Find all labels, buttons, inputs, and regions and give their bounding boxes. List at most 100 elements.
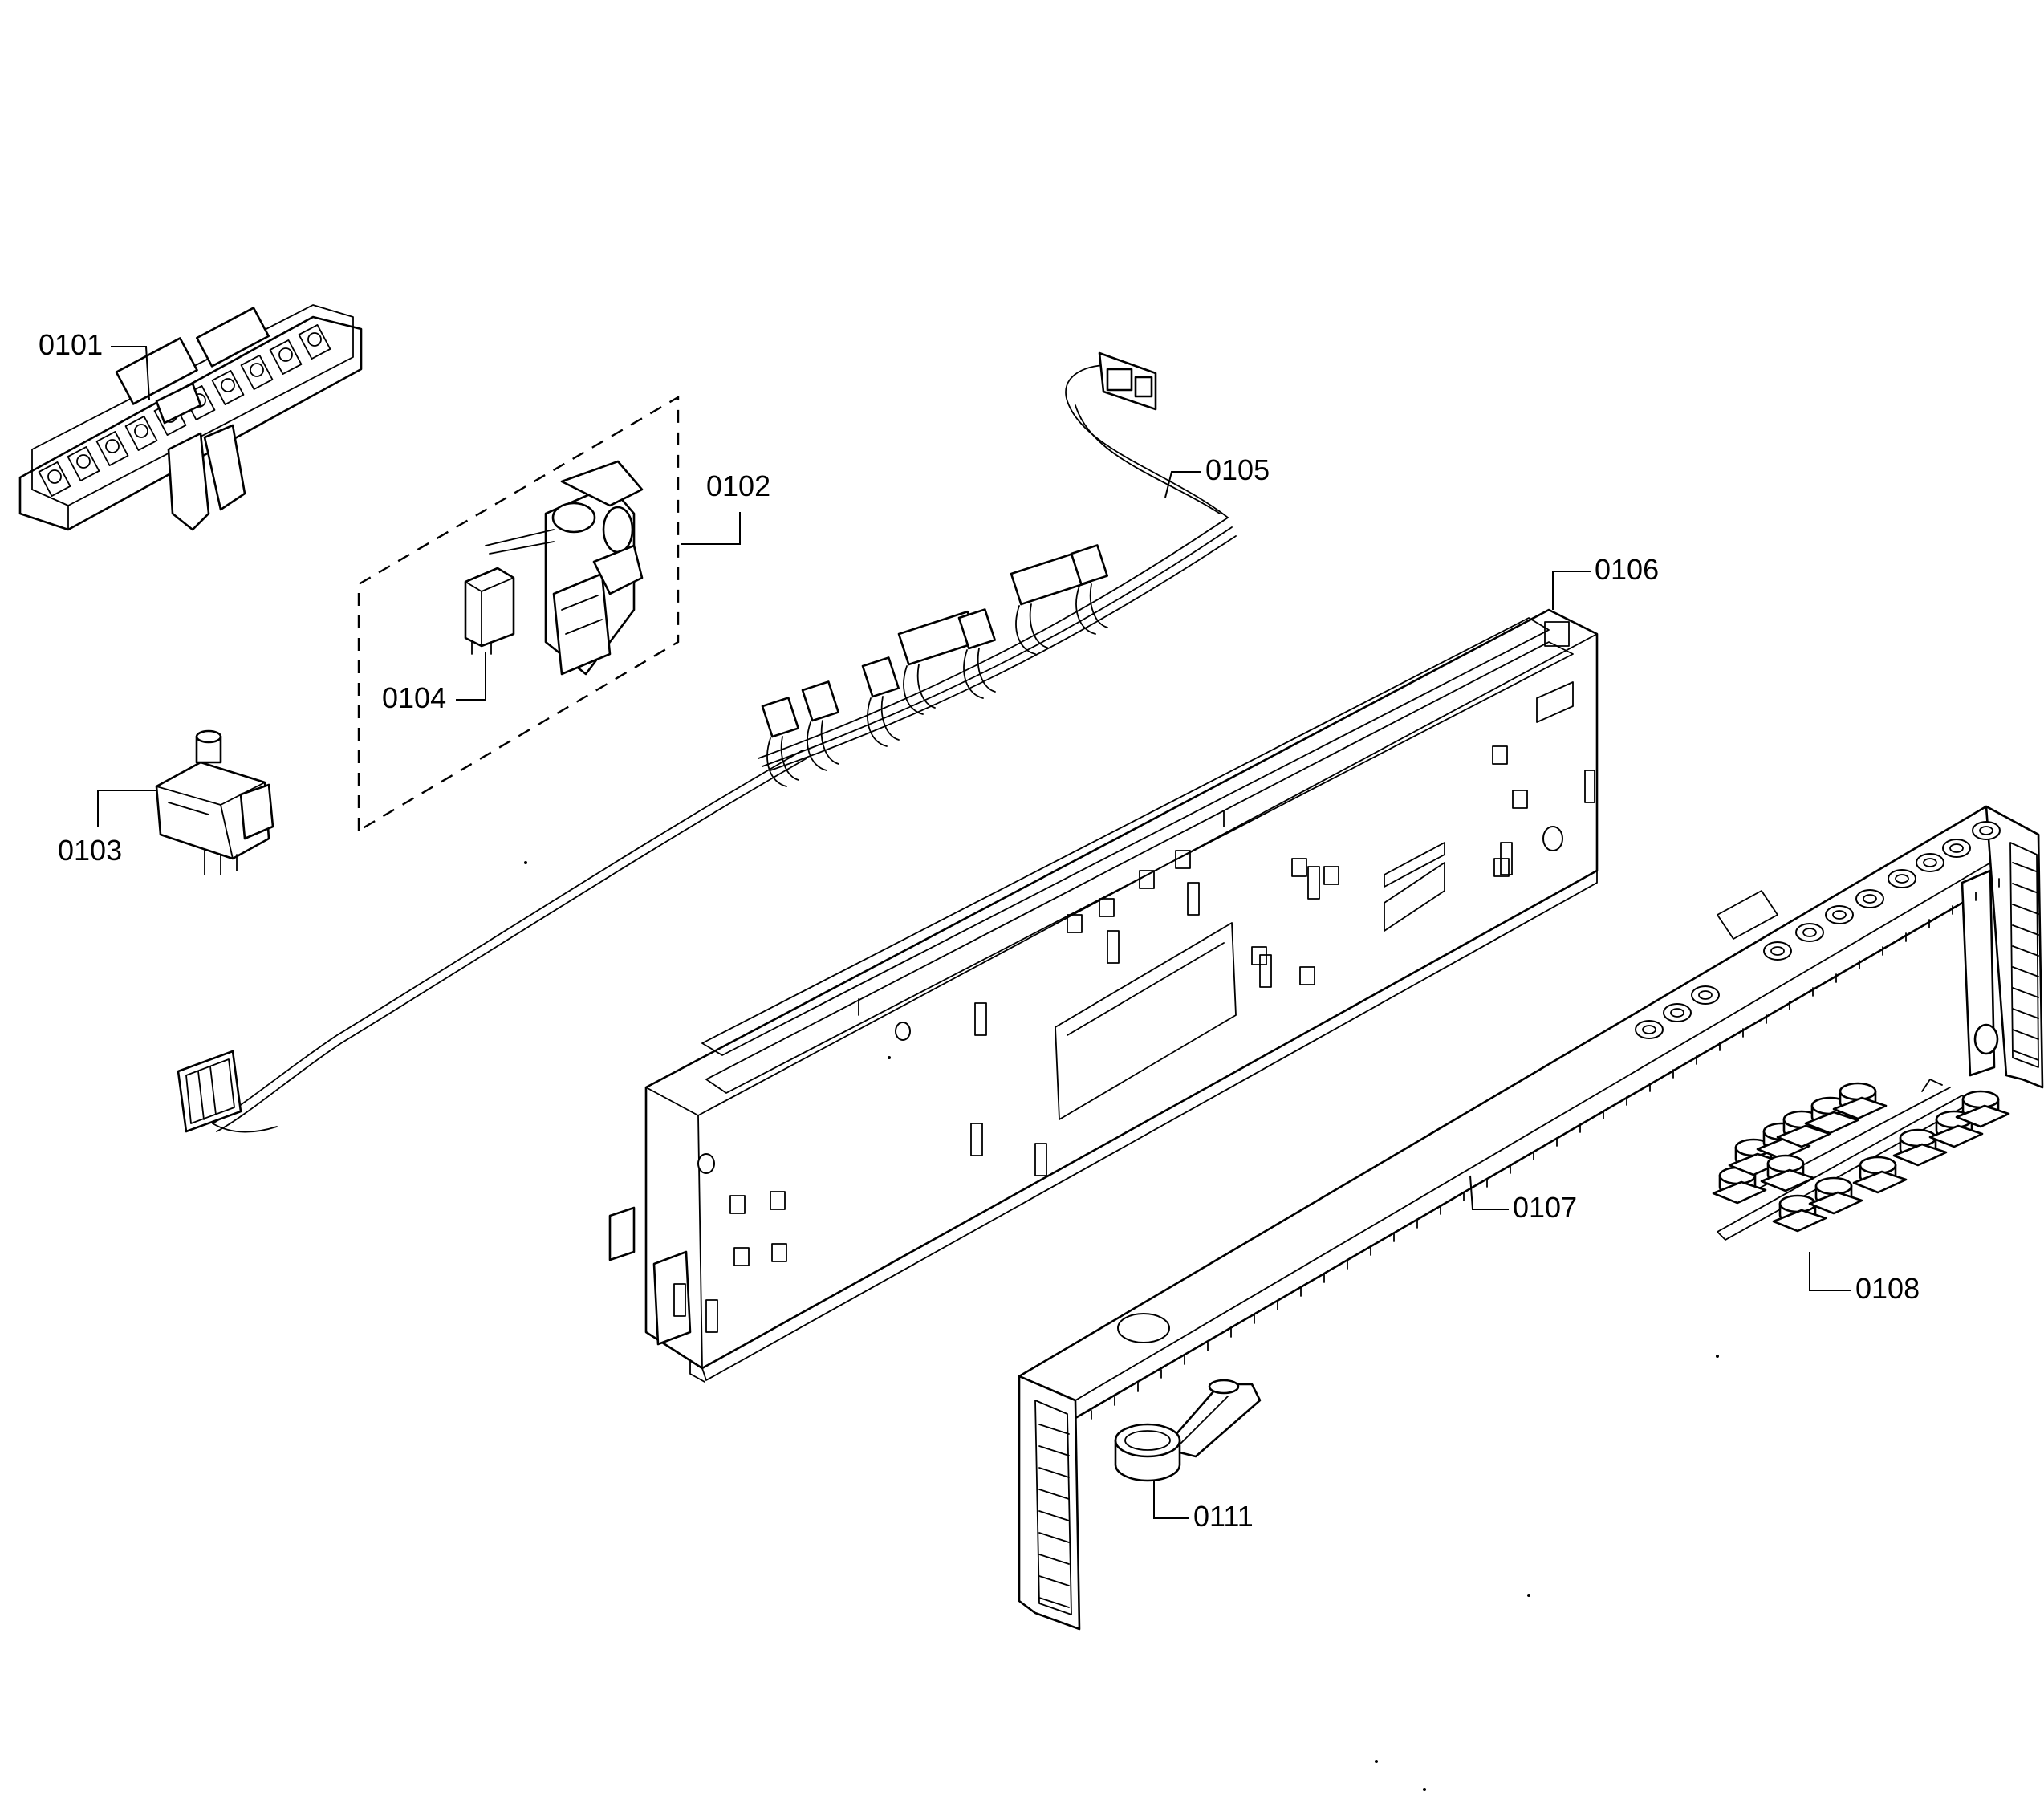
- button-caps: [1712, 1082, 2010, 1233]
- module-cell-button: [105, 439, 120, 453]
- part-0108-push-buttons: [1712, 1079, 2010, 1241]
- module-cell: [240, 354, 274, 391]
- harness-wire: [780, 736, 799, 781]
- frame-hole: [1492, 745, 1508, 765]
- right-end-ribs: [2012, 862, 2039, 1061]
- end-rib: [2012, 1029, 2039, 1040]
- part-0102-door-lock: [485, 460, 644, 676]
- button-boss: [1888, 869, 1916, 888]
- part-0105-wiring-harness: [177, 351, 1237, 1133]
- button-boss: [1942, 839, 1971, 858]
- frame-hole: [770, 1191, 786, 1210]
- callout-0101: 0101: [39, 328, 103, 361]
- end-rib: [1038, 1575, 1070, 1586]
- leader-0111: [1153, 1481, 1189, 1519]
- module-cell: [38, 461, 71, 498]
- end-rib: [1038, 1445, 1070, 1456]
- button-boss-center: [1923, 858, 1937, 867]
- button-boss-center: [1642, 1025, 1656, 1034]
- frame-hole: [1175, 850, 1191, 869]
- module-cell: [298, 323, 331, 360]
- module-cell-button: [76, 454, 91, 469]
- module-cell-button: [307, 332, 322, 347]
- frame-hole: [1067, 914, 1083, 933]
- harness-wire: [903, 665, 924, 715]
- end-rib: [2012, 966, 2039, 977]
- button-boss: [1763, 941, 1792, 961]
- harness-wire: [867, 697, 888, 747]
- end-rib: [2012, 987, 2039, 998]
- leader-0108: [1809, 1252, 1851, 1291]
- callout-0111: 0111: [1193, 1500, 1254, 1533]
- button-boss-center: [1802, 928, 1817, 937]
- button-boss-center: [1770, 946, 1785, 956]
- frame-hole: [1291, 858, 1307, 877]
- end-rib: [1038, 1532, 1070, 1543]
- frame-slot: [1187, 882, 1200, 916]
- frame-holes: [673, 745, 1528, 1333]
- button-base: [1808, 1191, 1863, 1215]
- button-boss-center: [1698, 990, 1713, 1000]
- button-boss-center: [1670, 1008, 1684, 1018]
- leader-0105: [1164, 471, 1201, 498]
- harness-connector: [1070, 544, 1108, 586]
- button-base: [1832, 1096, 1888, 1120]
- harness-connector: [761, 697, 799, 738]
- end-rib: [2012, 924, 2039, 936]
- module-cell-button: [250, 363, 264, 377]
- frame-slot: [705, 1299, 718, 1333]
- callout-0107: 0107: [1513, 1191, 1577, 1224]
- button-cap-top: [1961, 1090, 2000, 1109]
- button-base: [1928, 1124, 1984, 1148]
- end-rib: [2012, 945, 2039, 957]
- frame-slot: [1307, 866, 1320, 900]
- module-cell: [269, 339, 303, 376]
- button-base: [1804, 1111, 1859, 1135]
- callout-0106: 0106: [1595, 553, 1659, 586]
- frame-hole: [1512, 790, 1528, 809]
- harness-wire: [1015, 605, 1036, 655]
- harness-connector: [957, 608, 996, 650]
- frame-hole: [1099, 898, 1115, 917]
- end-rib: [2012, 883, 2039, 894]
- button-boss: [1691, 985, 1720, 1005]
- frame-hole: [1323, 866, 1339, 885]
- part-0111-selector-knob: [1114, 1379, 1262, 1482]
- button-cap-top: [1814, 1176, 1853, 1196]
- module-cell-button: [134, 424, 148, 438]
- end-rib: [2012, 904, 2039, 915]
- button-boss-center: [1895, 874, 1909, 884]
- harness-wire: [1029, 603, 1048, 648]
- button-base: [1852, 1170, 1908, 1194]
- harness-connector: [801, 680, 839, 722]
- end-rib: [1038, 1424, 1070, 1435]
- button-base: [1760, 1168, 1815, 1192]
- frame-hole: [771, 1243, 787, 1262]
- frame-slot: [1107, 930, 1120, 964]
- end-rib: [2012, 1008, 2039, 1019]
- frame-hole: [1251, 946, 1267, 965]
- end-rib: [1038, 1489, 1070, 1500]
- frame-slot: [970, 1123, 983, 1156]
- callout-0103: 0103: [58, 834, 122, 867]
- button-boss-center: [1832, 910, 1847, 920]
- button-boss: [1825, 905, 1854, 924]
- frame-slot: [974, 1002, 987, 1036]
- end-rib: [1038, 1554, 1070, 1565]
- button-base: [1712, 1180, 1767, 1205]
- button-boss: [1972, 821, 2001, 840]
- button-boss-center: [1863, 894, 1877, 904]
- fascia-button-holes: [1635, 821, 2001, 1039]
- callout-0102: 0102: [706, 469, 770, 502]
- left-end-ribs: [1038, 1424, 1070, 1608]
- harness-wire: [1075, 585, 1096, 635]
- harness-wire: [880, 696, 900, 741]
- harness-wire: [807, 721, 827, 771]
- button-boss-center: [1979, 826, 1993, 835]
- button-base: [1955, 1104, 2010, 1128]
- end-rib: [1038, 1510, 1070, 1521]
- harness-wire: [766, 737, 787, 787]
- callout-0104: 0104: [382, 681, 446, 714]
- button-base: [1892, 1143, 1948, 1167]
